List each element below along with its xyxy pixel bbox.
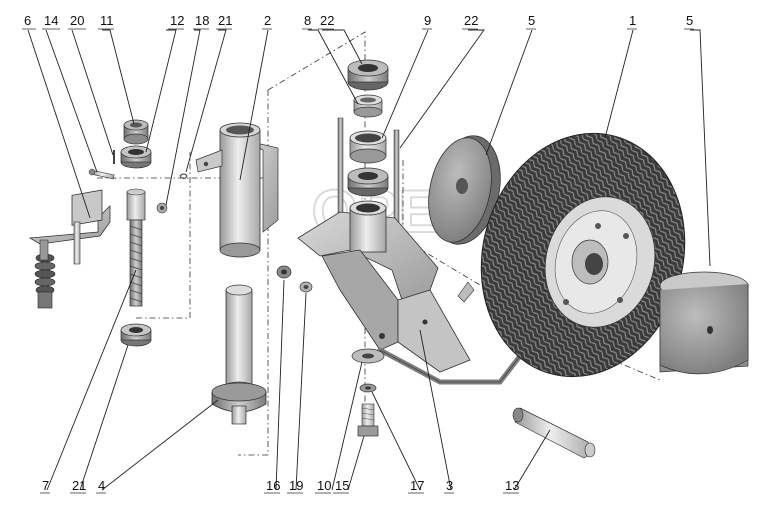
wheel-disc-5-right [659,271,749,375]
pin-21-top [179,173,188,179]
callout-15: 15 [335,478,349,493]
washer-10 [351,348,385,364]
tube-housing-2 [195,122,279,258]
callout-14: 14 [44,13,58,28]
axle-13 [512,407,596,459]
kingpin-4 [211,284,267,425]
handle-grip [34,253,56,309]
callout-20: 20 [70,13,84,28]
callout-10: 10 [317,478,331,493]
callout-13: 13 [505,478,519,493]
rod-right [393,129,400,231]
crank-handle [28,189,111,309]
callout-2: 2 [264,13,271,28]
callout-7: 7 [42,478,49,493]
cup-9 [349,130,387,164]
callout-18: 18 [195,13,209,28]
callout-22-b: 22 [464,13,478,28]
bushing-11 [123,119,149,145]
pin-20 [113,150,115,164]
callout-11: 11 [100,13,114,28]
washer-17 [359,383,377,393]
screw-shaft-7 [126,188,146,307]
nut-18 [156,202,168,214]
bearing-21-bottom [120,323,152,347]
callout-6: 6 [24,13,31,28]
callout-8: 8 [304,13,311,28]
washer-19 [299,281,313,293]
leader-lines [27,29,711,491]
callout-9: 9 [424,13,431,28]
bolt-15 [357,403,379,437]
callout-baselines [22,28,694,494]
callout-12: 12 [170,13,184,28]
callout-1: 1 [629,13,636,28]
callout-19: 19 [289,478,303,493]
callout-16: 16 [266,478,280,493]
bearing-22-mid [347,167,389,197]
ring-8 [353,94,383,118]
callout-3: 3 [446,478,453,493]
rod-left [337,117,344,219]
fork-bracket-3 [297,200,475,373]
callout-21-top: 21 [218,13,232,28]
callout-17: 17 [410,478,424,493]
callout-22-a: 22 [320,13,334,28]
callout-5-left: 5 [528,13,535,28]
callout-21-bottom: 21 [72,478,86,493]
wheel-1 [480,132,686,378]
bearing-12 [120,145,152,169]
nut-16 [276,265,292,279]
pin-14 [88,168,115,180]
callout-labels: 6 14 20 11 12 18 21 2 8 22 9 22 5 1 5 7 … [24,13,693,493]
wheel-disc-5-left [428,135,501,245]
bearing-22-top [347,59,389,91]
callout-4: 4 [98,478,105,493]
callout-5-right: 5 [686,13,693,28]
